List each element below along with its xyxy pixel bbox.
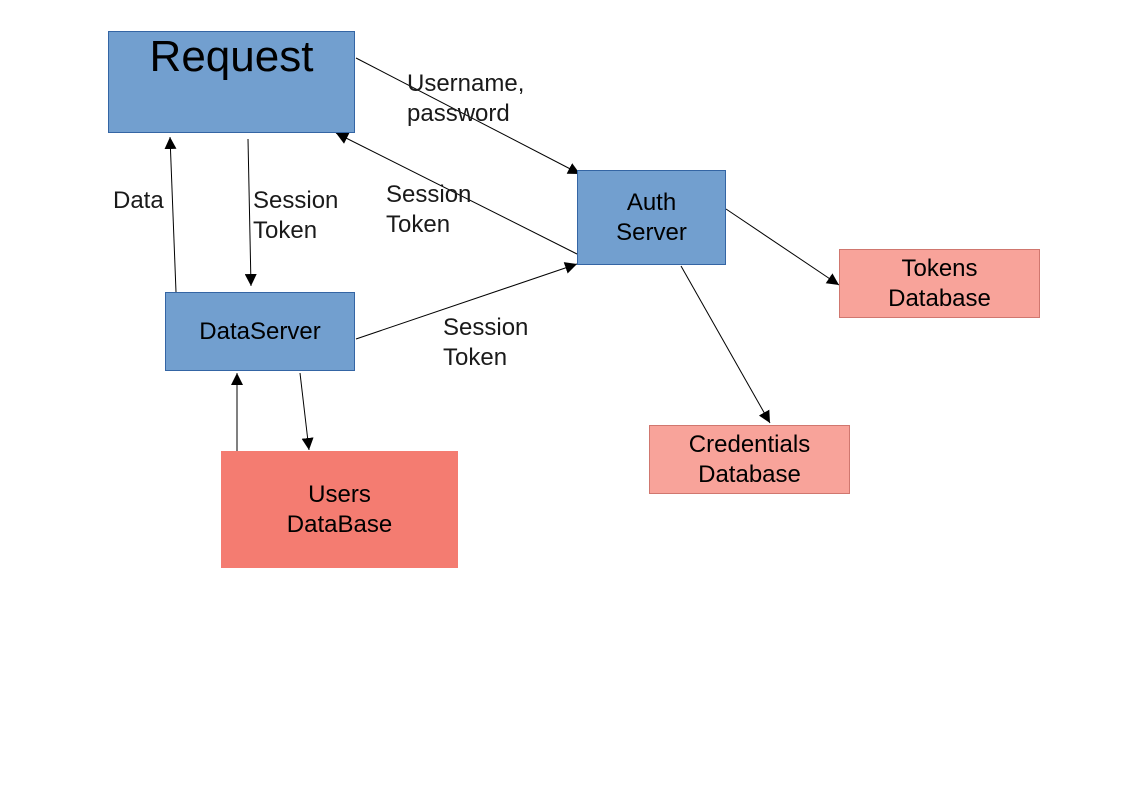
edge-auth-to-tokens (725, 208, 840, 286)
edge-label-dataserver-session-token: Session Token (443, 314, 529, 371)
credentials-database-node: Credentials Database (649, 425, 850, 494)
tokens-database-node: Tokens Database (839, 249, 1040, 318)
edge-dataserver-to-users (299, 372, 314, 451)
request-node: Request (108, 31, 355, 133)
edge-auth-to-credentials (680, 265, 771, 424)
users-database-node: Users DataBase (221, 451, 458, 568)
edge-request-to-dataserver (244, 138, 257, 287)
edge-label-auth-session-token: Session Token (386, 181, 472, 238)
edge-auth-to-request (335, 132, 578, 255)
edge-request-to-auth (355, 57, 581, 175)
edge-label-data: Data (113, 187, 164, 214)
edge-label-username-password: Username, password (407, 70, 525, 127)
data-server-node: DataServer (165, 292, 355, 371)
edge-label-request-session-token: Session Token (253, 187, 339, 244)
auth-server-node: Auth Server (577, 170, 726, 265)
edge-dataserver-to-request (164, 136, 177, 293)
edge-dataserver-to-auth (355, 262, 578, 340)
